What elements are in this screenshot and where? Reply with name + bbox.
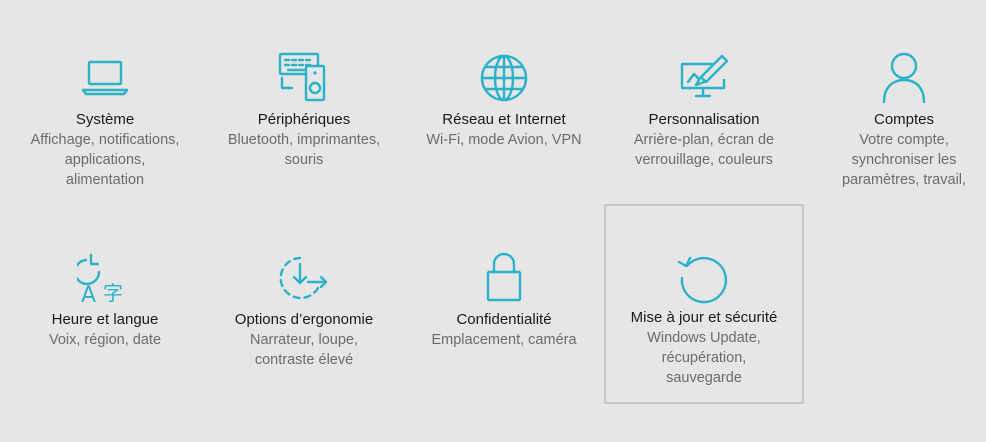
person-icon bbox=[876, 50, 932, 106]
tile-description: Narrateur, loupe,contraste élevé bbox=[249, 332, 358, 368]
tile-description: Windows Update,récupération,sauvegarde bbox=[647, 330, 761, 386]
tile-mise-a-jour-securite[interactable]: Mise à jour et sécurité Windows Update,r… bbox=[604, 204, 804, 404]
tile-title: Système bbox=[75, 111, 135, 128]
tile-title: Options d’ergonomie bbox=[234, 311, 374, 328]
tile-description: Wi-Fi, mode Avion, VPN bbox=[426, 132, 582, 148]
tile-title: Comptes bbox=[873, 111, 935, 128]
laptop-icon bbox=[77, 50, 133, 106]
lock-icon bbox=[476, 250, 532, 306]
svg-text:字: 字 bbox=[103, 281, 123, 305]
tile-description: Emplacement, caméra bbox=[431, 332, 577, 348]
tile-description: Voix, région, date bbox=[48, 332, 162, 348]
tile-systeme[interactable]: Système Affichage, notifications,applica… bbox=[5, 6, 205, 206]
tile-reseau-internet[interactable]: Réseau et Internet Wi-Fi, mode Avion, VP… bbox=[404, 6, 604, 206]
tile-title: Confidentialité bbox=[456, 311, 552, 328]
tile-description: Bluetooth, imprimantes,souris bbox=[227, 132, 381, 168]
tile-peripheriques[interactable]: Périphériques Bluetooth, imprimantes,sou… bbox=[204, 6, 404, 206]
devices-icon bbox=[276, 50, 332, 106]
svg-text:A: A bbox=[81, 283, 96, 306]
ease-of-access-icon bbox=[276, 250, 332, 306]
tile-heure-langue[interactable]: A 字 Heure et langue Voix, région, date bbox=[5, 206, 205, 406]
tile-title: Réseau et Internet bbox=[442, 111, 566, 128]
time-language-icon: A 字 bbox=[77, 250, 133, 306]
tile-title: Heure et langue bbox=[51, 311, 159, 328]
update-icon bbox=[676, 248, 732, 304]
tile-options-ergonomie[interactable]: Options d’ergonomie Narrateur, loupe,con… bbox=[204, 206, 404, 406]
globe-icon bbox=[476, 50, 532, 106]
paint-monitor-icon bbox=[676, 50, 732, 106]
tile-title: Personnalisation bbox=[648, 111, 760, 128]
tile-title: Mise à jour et sécurité bbox=[630, 309, 778, 326]
tile-confidentialite[interactable]: Confidentialité Emplacement, caméra bbox=[404, 206, 604, 406]
tile-description: Affichage, notifications,applications,al… bbox=[30, 132, 180, 188]
tile-title: Périphériques bbox=[257, 111, 351, 128]
